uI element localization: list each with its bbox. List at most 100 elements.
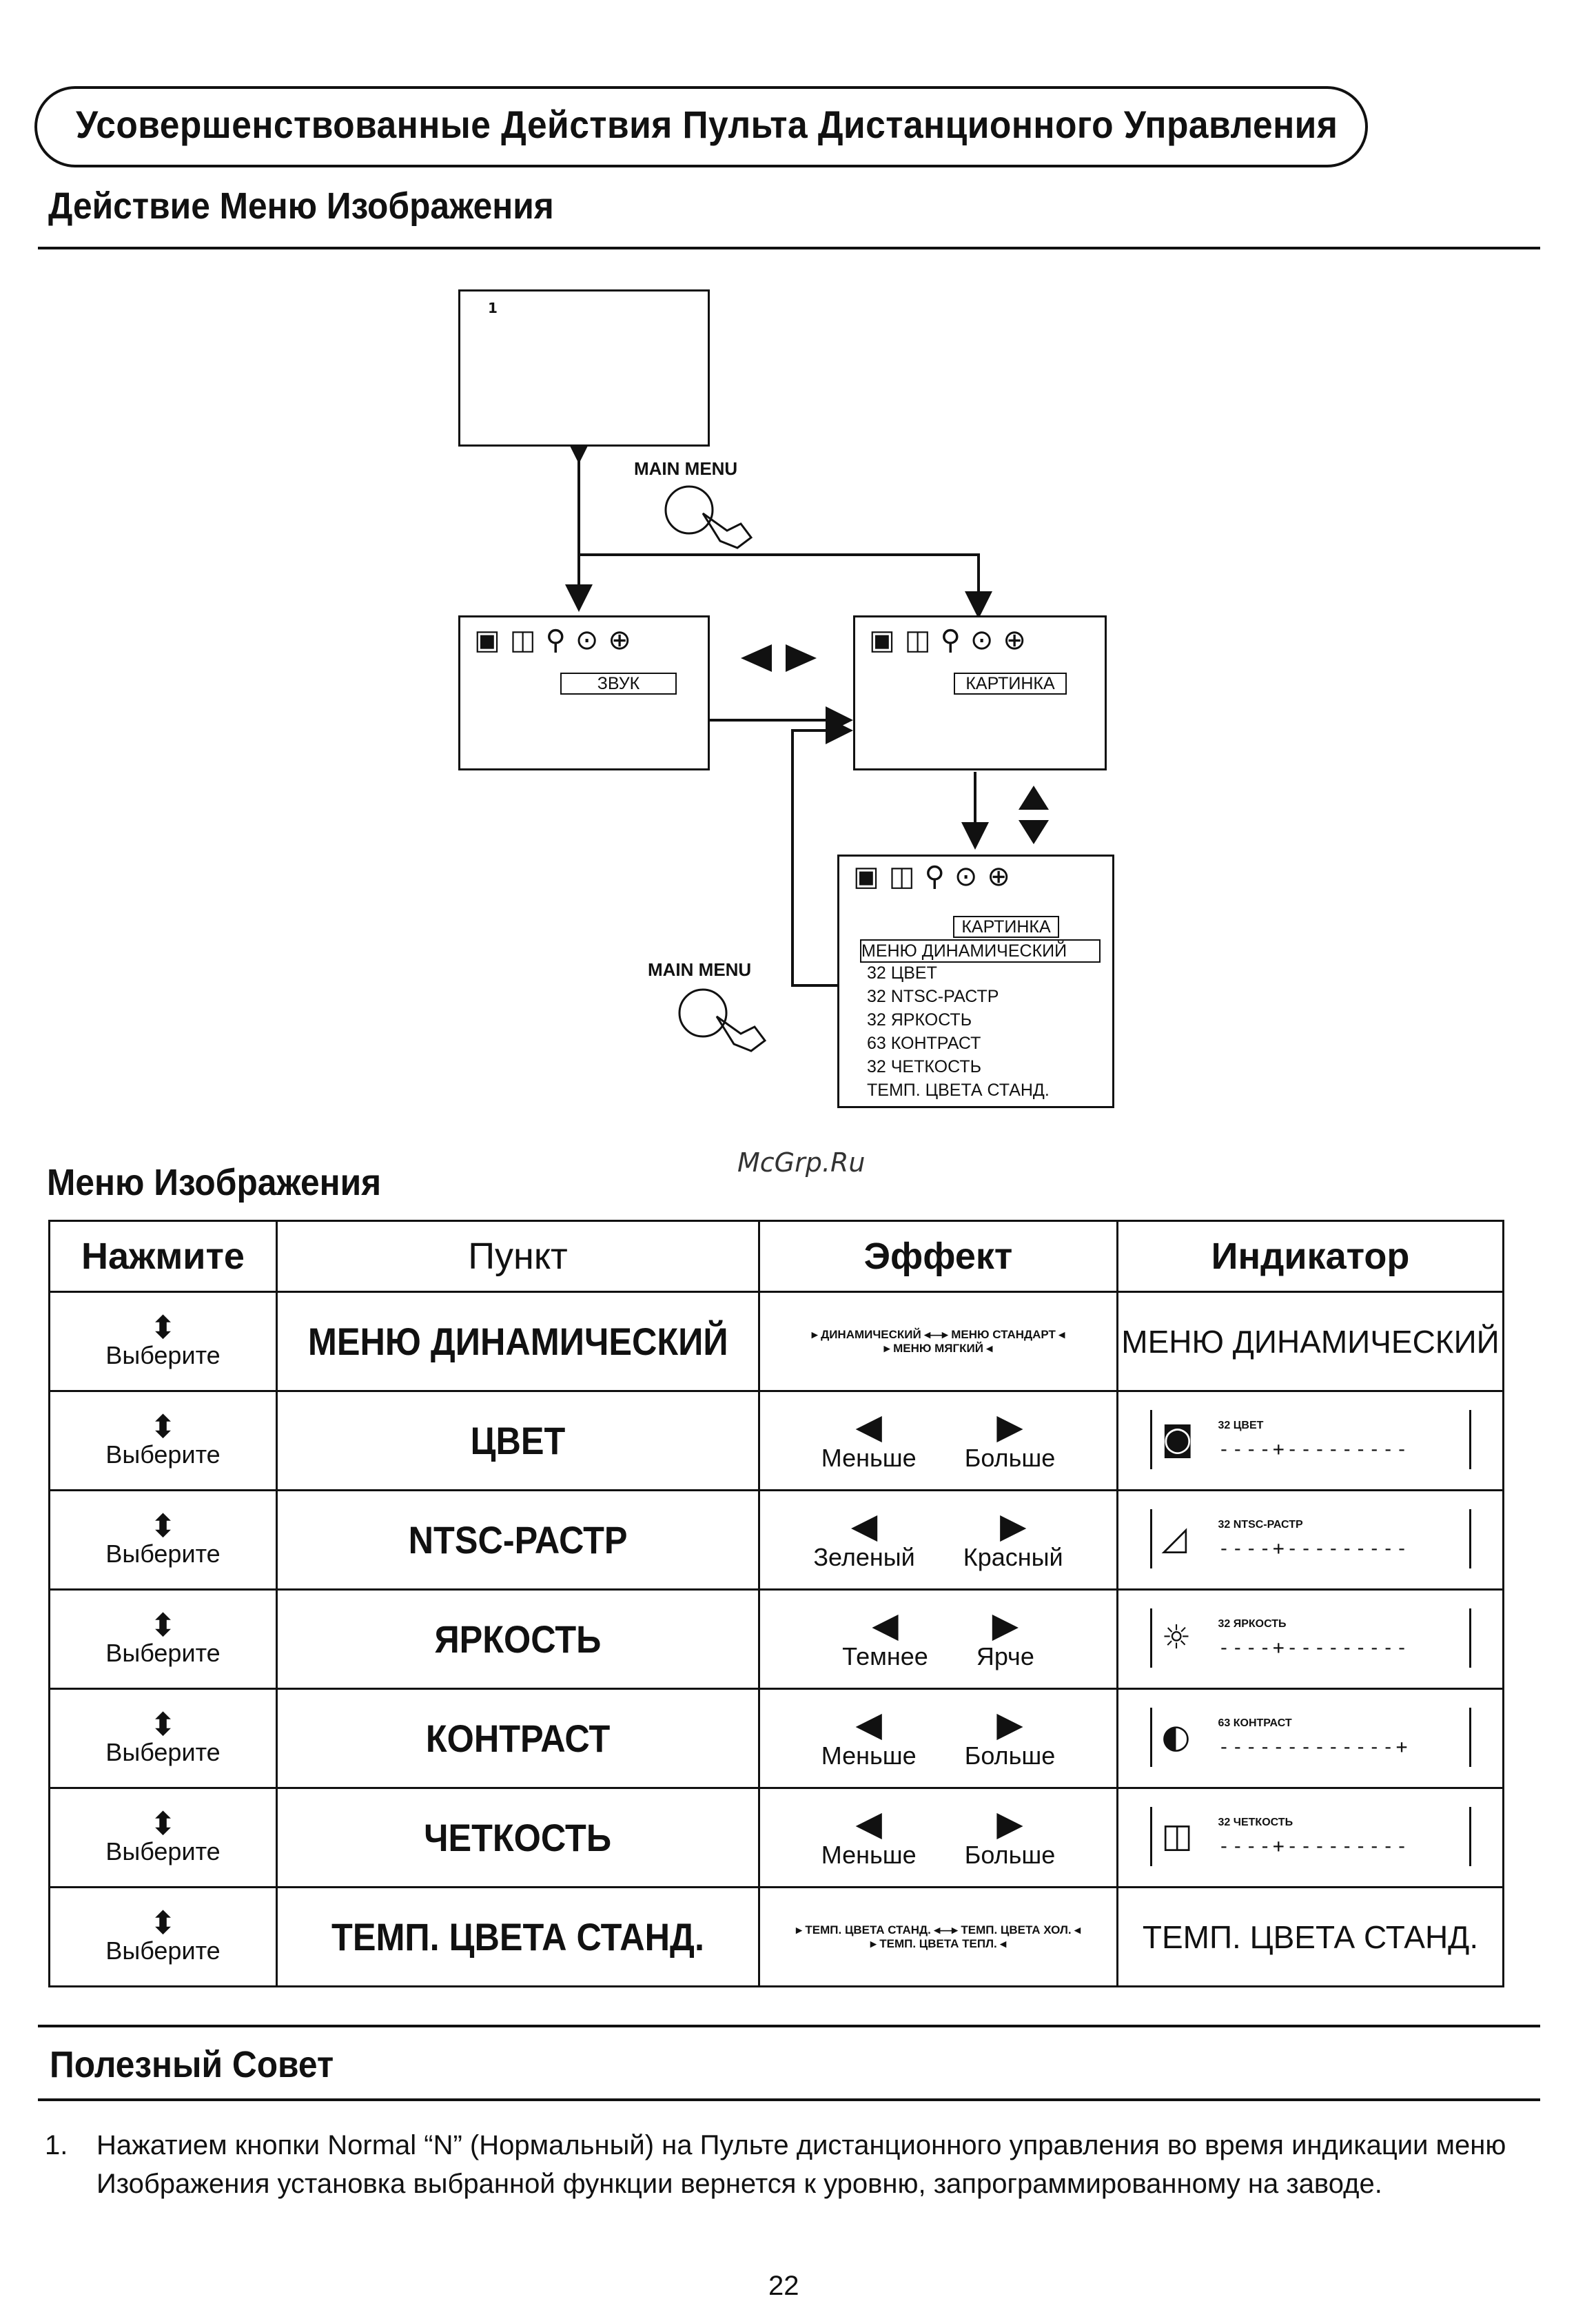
up-down-icon: ⬍ [150, 1705, 176, 1743]
header-press: Нажмите [48, 1220, 278, 1293]
left-arrow-icon: ◀ [855, 1704, 882, 1744]
contrast-icon: ◐ [1161, 1717, 1191, 1756]
osd-line-brightness: 32 ЯРКОСТЬ [867, 1010, 972, 1030]
up-down-icon: ⬍ [150, 1407, 176, 1445]
right-arrow-icon: ▶ [996, 1704, 1023, 1744]
left-arrow-icon: ◀ [872, 1604, 899, 1645]
osd-line-mode: МЕНЮ ДИНАМИЧЕСКИЙ [860, 939, 1101, 963]
picture-menu-table: Нажмите Пункт Эффект Индикатор ⬍Выберите… [48, 1220, 1504, 1987]
level-indicator: ◙32 ЦВЕТ----+--------- [1149, 1409, 1471, 1469]
up-down-icon: ⬍ [150, 1903, 176, 1941]
press-cell: ⬍Выберите [48, 1787, 278, 1888]
indicator-cell: МЕНЮ ДИНАМИЧЕСКИЙ [1116, 1291, 1504, 1392]
level-bar: -------------+ [1218, 1735, 1410, 1758]
picture-menu-screen: ▣◫⚲⊙⊕ КАРТИНКА [853, 615, 1107, 770]
level-bar: ----+--------- [1218, 1536, 1410, 1560]
header-indicator: Индикатор [1116, 1220, 1504, 1293]
divider [38, 2025, 1540, 2027]
brightness-icon: ☼ [1161, 1617, 1191, 1657]
right-arrow-icon: ▶ [992, 1604, 1019, 1645]
table-row: ⬍Выберите КОНТРАСТ ◀Меньше ▶Больше ◐63 К… [48, 1688, 1504, 1789]
picture-detail-screen: ▣◫⚲⊙⊕ КАРТИНКА МЕНЮ ДИНАМИЧЕСКИЙ 32 ЦВЕТ… [837, 855, 1114, 1108]
osd-line-tint: 32 NTSC-РАСТР [867, 987, 999, 1006]
picture-tab-label: КАРТИНКА [954, 673, 1067, 695]
divider [38, 2098, 1540, 2101]
level-indicator: ◐63 КОНТРАСТ-------------+ [1149, 1707, 1471, 1767]
indicator-cell: ◿32 NTSC-РАСТР----+--------- [1116, 1489, 1504, 1591]
section-title-picture-menu: Меню Изображения [47, 1162, 382, 1203]
color-icon: ◙ [1161, 1419, 1194, 1458]
press-cell: ⬍Выберите [48, 1886, 278, 1987]
item-cell: NTSC-РАСТР [276, 1489, 760, 1591]
press-cell: ⬍Выберите [48, 1489, 278, 1591]
up-down-icon: ⬍ [150, 1506, 176, 1544]
up-down-icon: ⬍ [150, 1804, 176, 1842]
item-cell: ЦВЕТ [276, 1390, 760, 1491]
indicator-cell: ☼32 ЯРКОСТЬ----+--------- [1116, 1588, 1504, 1690]
section-title-tip: Полезный Совет [50, 2044, 334, 2085]
effect-cell: ◀Меньше ▶Больше [758, 1688, 1118, 1789]
level-indicator: ◫32 ЧЕТКОСТЬ----+--------- [1149, 1806, 1471, 1866]
watermark: McGrp.Ru [737, 1147, 866, 1178]
left-arrow-icon: ◀ [855, 1406, 882, 1446]
item-cell: КОНТРАСТ [276, 1688, 760, 1789]
effect-cell: ◀Меньше ▶Больше [758, 1787, 1118, 1888]
menu-icons-row: ▣◫⚲⊙⊕ [474, 625, 641, 655]
mode-cycle: ▸ ДИНАМИЧЕСКИЙ ◂—▸ МЕНЮ СТАНДАРТ ◂ ▸ МЕН… [811, 1327, 1065, 1355]
sharpness-icon: ◫ [1161, 1816, 1193, 1855]
indicator-cell: ◐63 КОНТРАСТ-------------+ [1116, 1688, 1504, 1789]
tint-icon: ◿ [1161, 1518, 1187, 1557]
table-header-row: Нажмите Пункт Эффект Индикатор [48, 1220, 1504, 1293]
divider [38, 247, 1540, 249]
table-row: ⬍Выберите NTSC-РАСТР ◀Зеленый ▶Красный ◿… [48, 1489, 1504, 1591]
indicator-cell: ◫32 ЧЕТКОСТЬ----+--------- [1116, 1787, 1504, 1888]
diagram-lines [565, 436, 1049, 1052]
item-cell: ЯРКОСТЬ [276, 1588, 760, 1690]
menu-icons-row: ▣◫⚲⊙⊕ [853, 861, 1020, 892]
channel-number: 1 [488, 300, 498, 316]
right-arrow-icon: ▶ [996, 1406, 1023, 1446]
table-row: ⬍Выберите ЦВЕТ ◀Меньше ▶Больше ◙32 ЦВЕТ-… [48, 1390, 1504, 1491]
menu-flow-diagram: 1 MAIN MENU ▣◫⚲⊙⊕ ЗВУК ▣◫⚲⊙⊕ КАРТИНКА MA… [0, 0, 1596, 1137]
table-row: ⬍Выберите МЕНЮ ДИНАМИЧЕСКИЙ ▸ ДИНАМИЧЕСК… [48, 1291, 1504, 1392]
press-cell: ⬍Выберите [48, 1588, 278, 1690]
indicator-cell: ◙32 ЦВЕТ----+--------- [1116, 1390, 1504, 1491]
page-title: Усовершенствованные Действия Пульта Дист… [76, 103, 1338, 146]
table-row: ⬍Выберите ЧЕТКОСТЬ ◀Меньше ▶Больше ◫32 Ч… [48, 1787, 1504, 1888]
press-cell: ⬍Выберите [48, 1688, 278, 1789]
osd-line-colortemp: ТЕМП. ЦВЕТА СТАНД. [867, 1081, 1050, 1100]
press-cell: ⬍Выберите [48, 1291, 278, 1392]
left-arrow-icon: ◀ [855, 1803, 882, 1843]
level-indicator: ☼32 ЯРКОСТЬ----+--------- [1149, 1608, 1471, 1668]
right-arrow-icon: ▶ [996, 1803, 1023, 1843]
picture-detail-tab: КАРТИНКА [953, 916, 1059, 938]
colortemp-cycle: ▸ ТЕМП. ЦВЕТА СТАНД. ◂—▸ ТЕМП. ЦВЕТА ХОЛ… [796, 1923, 1081, 1950]
sound-tab-label: ЗВУК [560, 673, 677, 695]
up-down-icon: ⬍ [150, 1308, 176, 1346]
effect-cell: ▸ ДИНАМИЧЕСКИЙ ◂—▸ МЕНЮ СТАНДАРТ ◂ ▸ МЕН… [758, 1291, 1118, 1392]
section-title-operation: Действие Меню Изображения [48, 185, 554, 227]
osd-line-color: 32 ЦВЕТ [867, 963, 937, 983]
header-effect: Эффект [758, 1220, 1118, 1293]
item-cell: МЕНЮ ДИНАМИЧЕСКИЙ [276, 1291, 760, 1392]
osd-line-contrast: 63 КОНТРАСТ [867, 1034, 981, 1053]
tip-number: 1. [45, 2130, 68, 2160]
menu-icons-row: ▣◫⚲⊙⊕ [869, 625, 1036, 655]
level-bar: ----+--------- [1218, 1834, 1410, 1857]
page-number: 22 [768, 2271, 799, 2301]
right-arrow-icon: ▶ [1000, 1505, 1027, 1546]
level-indicator: ◿32 NTSC-РАСТР----+--------- [1149, 1509, 1471, 1568]
header-item: Пункт [276, 1220, 760, 1293]
level-bar: ----+--------- [1218, 1635, 1410, 1659]
press-cell: ⬍Выберите [48, 1390, 278, 1491]
up-down-icon: ⬍ [150, 1606, 176, 1644]
level-bar: ----+--------- [1218, 1437, 1410, 1460]
effect-cell: ◀Зеленый ▶Красный [758, 1489, 1118, 1591]
tip-text: Нажатием кнопки Normal “N” (Нормальный) … [96, 2130, 1506, 2199]
indicator-cell: ТЕМП. ЦВЕТА СТАНД. [1116, 1886, 1504, 1987]
effect-cell: ◀Темнее ▶Ярче [758, 1588, 1118, 1690]
sound-menu-screen: ▣◫⚲⊙⊕ ЗВУК [458, 615, 710, 770]
item-cell: ЧЕТКОСТЬ [276, 1787, 760, 1888]
main-menu-label-bottom: MAIN MENU [648, 959, 752, 980]
main-menu-label-top: MAIN MENU [634, 458, 738, 479]
